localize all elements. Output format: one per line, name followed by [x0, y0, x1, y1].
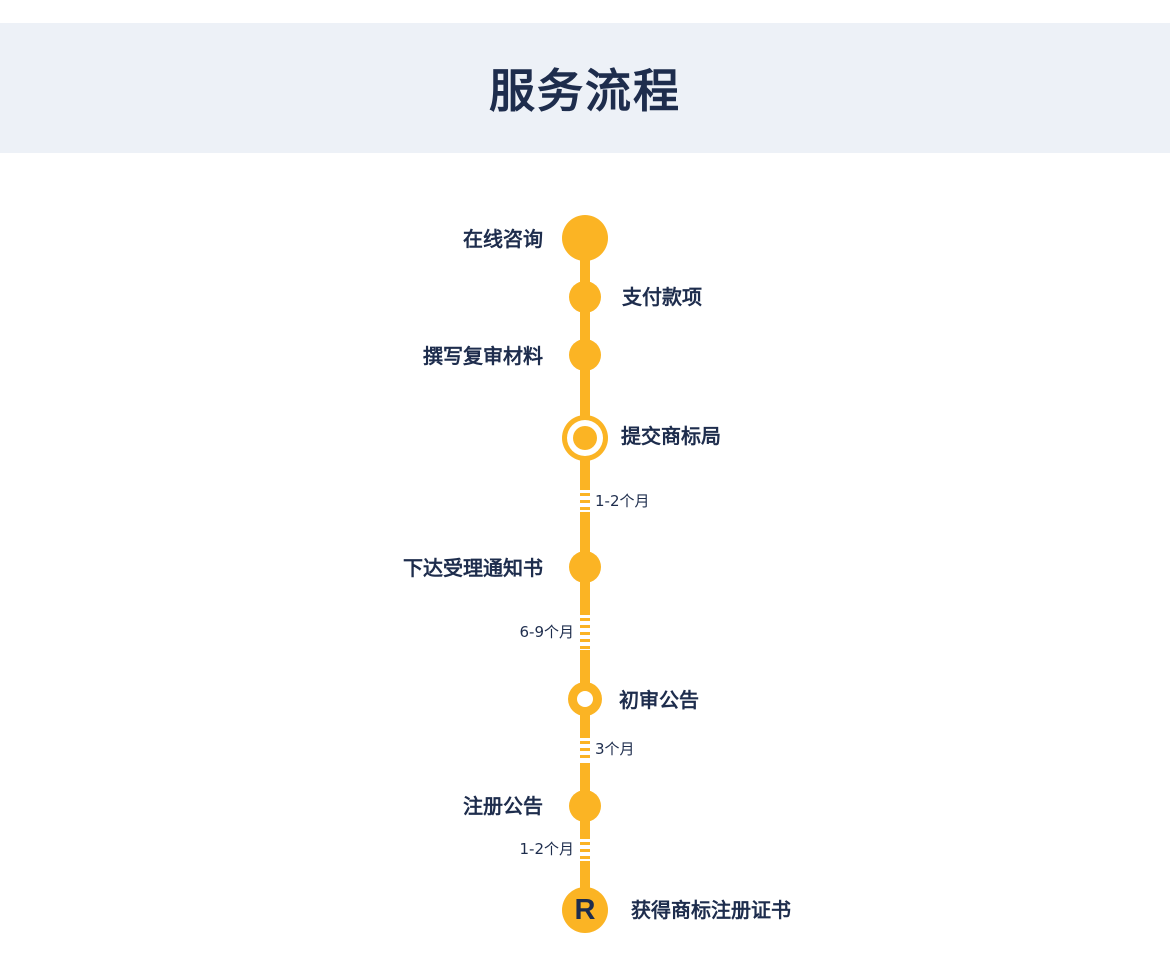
step-node-preliminary [568, 682, 602, 716]
step-node-registration [569, 790, 601, 822]
step-node-payment [569, 281, 601, 313]
duration-label: 3个月 [595, 740, 635, 758]
step-node-submit [562, 415, 608, 461]
step-node-consult [562, 215, 608, 261]
step-label-certificate: 获得商标注册证书 [631, 898, 791, 922]
timeline-segment [580, 861, 590, 910]
step-label-submit: 提交商标局 [621, 424, 721, 448]
registered-badge-letter: R [574, 893, 596, 926]
step-node-write-materials [569, 339, 601, 371]
duration-label: 6-9个月 [519, 623, 575, 641]
duration-label: 1-2个月 [519, 840, 575, 858]
step-label-payment: 支付款项 [622, 285, 702, 309]
step-label-preliminary: 初审公告 [619, 688, 699, 712]
page-header: 服务流程 [0, 23, 1170, 153]
step-label-acceptance: 下达受理通知书 [403, 556, 543, 580]
registered-trademark-icon: R [562, 887, 608, 933]
step-label-write-materials: 撰写复审材料 [423, 344, 543, 368]
duration-label: 1-2个月 [595, 492, 650, 510]
step-label-registration: 注册公告 [463, 794, 543, 818]
step-node-acceptance [569, 551, 601, 583]
page-title: 服务流程 [489, 64, 681, 118]
step-label-consult: 在线咨询 [463, 227, 543, 251]
